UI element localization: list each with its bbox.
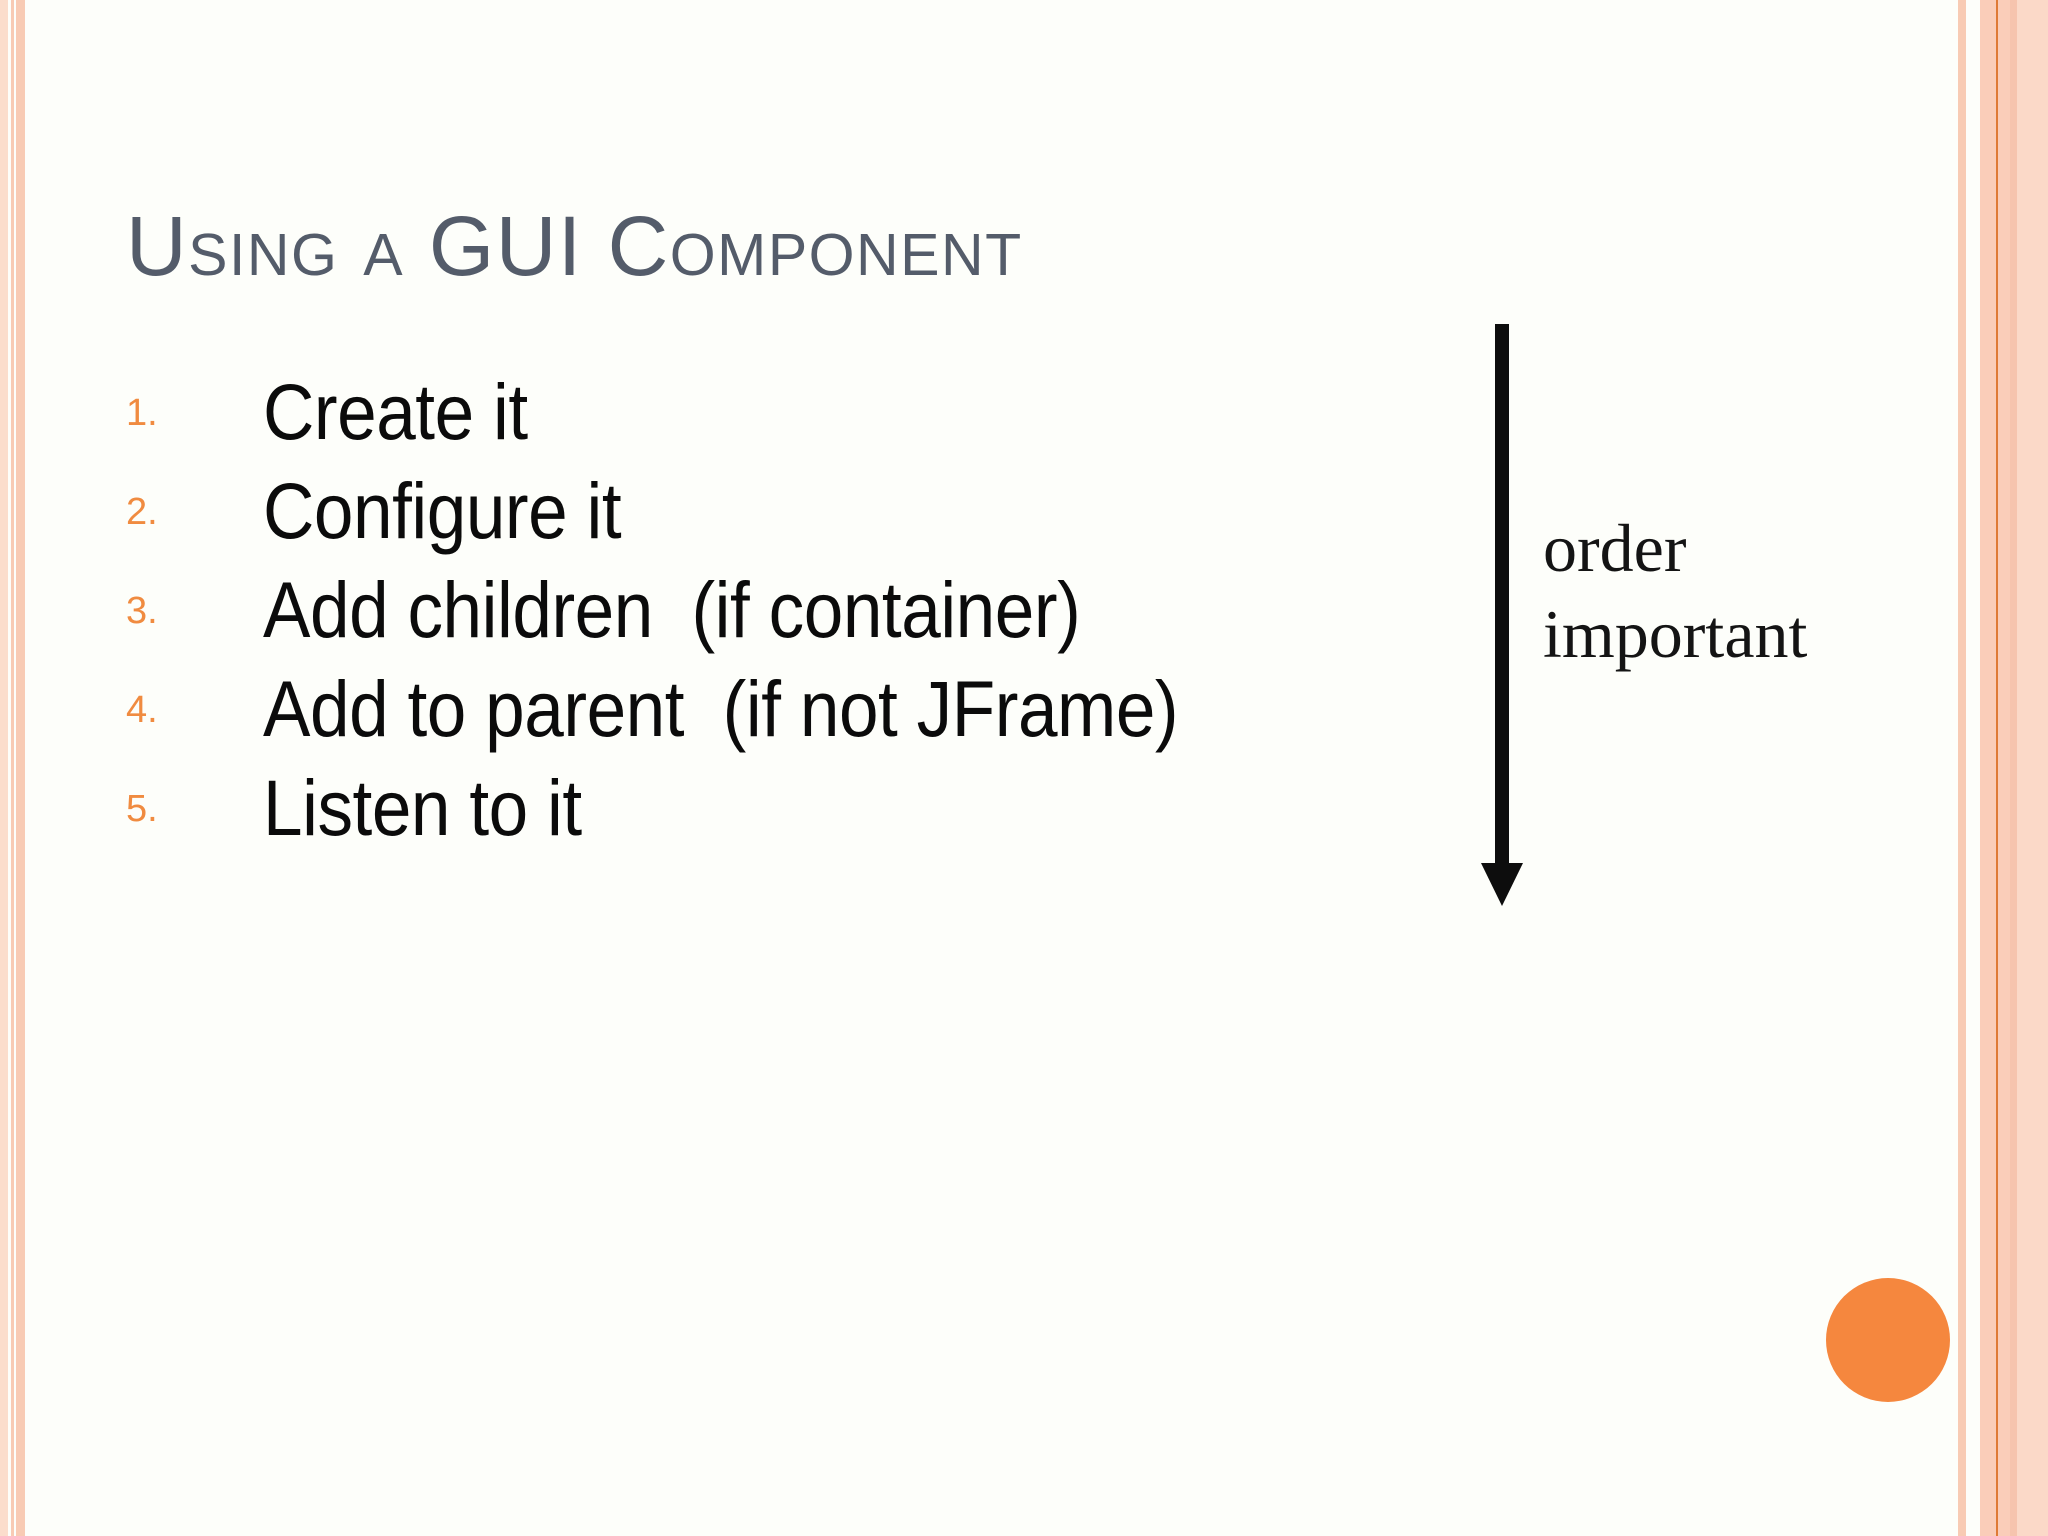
list-item: 4. Add to parent (if not JFrame) [126, 659, 1280, 758]
list-item-text: Listen to it [263, 763, 582, 852]
list-item-text: Create it [263, 367, 528, 456]
list-item-number: 1. [126, 392, 158, 434]
list-item: 3. Add children (if container) [126, 560, 1280, 659]
list-item-text: Add children (if container) [263, 565, 1081, 654]
down-arrow-head-icon [1481, 863, 1523, 906]
right-border-band [1980, 0, 2048, 1536]
slide-title: Using a GUI Component [126, 199, 1023, 293]
list-item-number: 4. [126, 689, 158, 731]
steps-list: 1. Create it 2. Configure it 3. Add chil… [126, 362, 1280, 857]
left-border-stripe-thin [11, 0, 14, 1536]
left-border-stripe-inner [16, 0, 25, 1536]
annotation-line-1: order [1543, 510, 1687, 586]
list-item-number: 5. [126, 788, 158, 830]
annotation-line-2: important [1543, 596, 1808, 672]
list-item-number: 2. [126, 491, 158, 533]
right-border-band-outer [2017, 0, 2048, 1536]
order-important-annotation: order important [1543, 505, 1807, 677]
list-item: 1. Create it [126, 362, 1280, 461]
orange-circle-decoration [1826, 1278, 1950, 1402]
list-item: 2. Configure it [126, 461, 1280, 560]
list-item-number: 3. [126, 590, 158, 632]
list-item-text: Configure it [263, 466, 622, 555]
right-border-band-mid [2010, 0, 2017, 1536]
list-item-text: Add to parent (if not JFrame) [263, 664, 1179, 753]
left-border-stripe-outer [0, 0, 8, 1536]
right-border-dark-line [1996, 0, 1998, 1536]
down-arrow-shaft [1495, 324, 1509, 864]
right-border-stripe-inner [1958, 0, 1966, 1536]
list-item: 5. Listen to it [126, 758, 1280, 857]
